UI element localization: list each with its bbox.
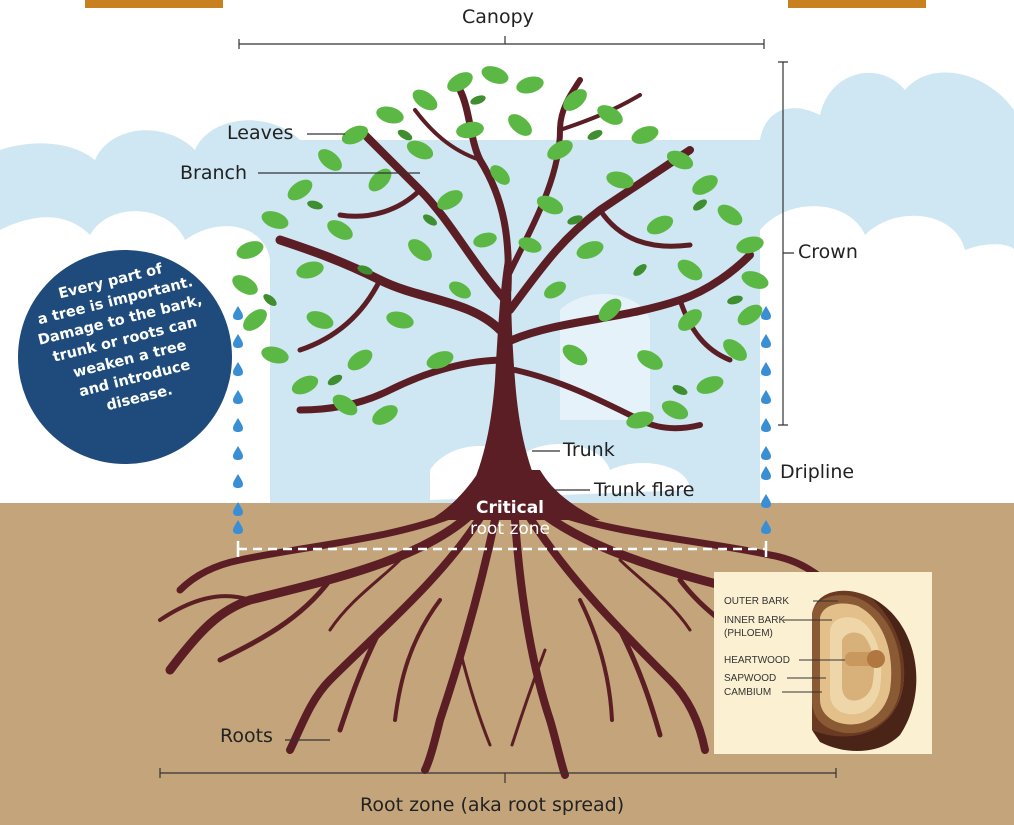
dripline-label: Dripline xyxy=(780,463,854,482)
phloem-label: (PHLOEM) xyxy=(724,628,773,639)
canopy-span-line xyxy=(239,36,764,49)
heartwood-label: HEARTWOOD xyxy=(724,655,790,666)
critical-root-zone-label: Critical root zone xyxy=(448,498,572,540)
canopy-label: Canopy xyxy=(462,8,534,27)
critical-root-zone-line2: root zone xyxy=(448,519,572,540)
right-header-tab xyxy=(788,0,926,8)
sapwood-label: SAPWOOD xyxy=(724,673,776,684)
inner-bark-label: INNER BARK xyxy=(724,615,785,626)
trunk-label: Trunk xyxy=(563,441,615,460)
crown-label: Crown xyxy=(798,243,858,262)
branch-label: Branch xyxy=(180,164,247,183)
critical-root-zone-line1: Critical xyxy=(448,498,572,519)
cambium-label: CAMBIUM xyxy=(724,687,771,698)
outer-bark-label: OUTER BARK xyxy=(724,596,789,607)
trunk-flare-label: Trunk flare xyxy=(594,481,694,500)
root-zone-label: Root zone (aka root spread) xyxy=(360,796,624,815)
leaves-label: Leaves xyxy=(227,124,293,143)
left-header-tab xyxy=(85,0,223,8)
roots-label: Roots xyxy=(220,727,273,746)
